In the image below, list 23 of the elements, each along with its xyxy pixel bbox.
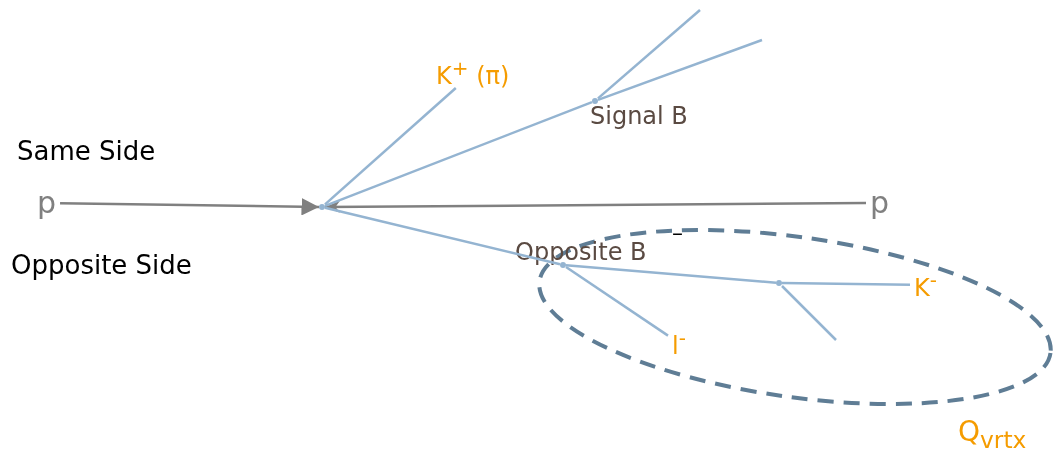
particle-track: [781, 285, 837, 341]
vertex-dot: [776, 280, 782, 286]
side-label: Opposite Side: [11, 252, 192, 278]
particle-track: [324, 206, 561, 266]
particle-label: l$^{-}$: [668, 328, 690, 358]
bar-mark: –: [672, 222, 683, 244]
particle-label: Signal B: [590, 104, 688, 128]
particle-track: [597, 38, 763, 102]
particle-track: [565, 266, 669, 337]
particle-track: [324, 101, 593, 207]
vertex-charge-label: Q$_{vrtx}$: [958, 418, 1027, 452]
proton-label: p: [33, 188, 61, 218]
beam-arrow: [60, 197, 320, 216]
particle-label: K$^{+}$ (π): [432, 58, 514, 88]
particle-track: [565, 264, 777, 284]
particle-track: [324, 87, 457, 206]
particle-label: K$^{-}$: [910, 270, 941, 300]
beam-arrow: [325, 200, 866, 213]
particle-track: [782, 281, 910, 287]
proton-label: p: [866, 188, 894, 218]
particle-track: [597, 9, 701, 100]
side-label: Same Side: [17, 138, 156, 164]
vertex-dot: [319, 204, 325, 210]
